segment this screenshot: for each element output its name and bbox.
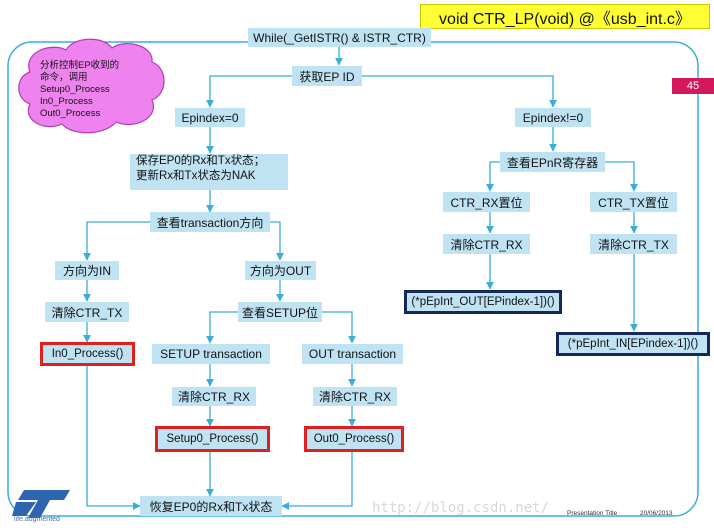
setup-transaction-node: SETUP transaction xyxy=(152,344,270,364)
clear-ctr-rx-out-node: 清除CTR_RX xyxy=(313,387,397,406)
note-line: In0_Process xyxy=(40,96,93,107)
note-line: 分析控制EP收到的 xyxy=(40,60,120,71)
check-epnr-node: 查看EPnR寄存器 xyxy=(500,152,605,172)
out0-process-node: Out0_Process() xyxy=(304,426,404,452)
note-line: 命令，调用 xyxy=(40,72,88,83)
save-ep0-state-line: 保存EP0的Rx和Tx状态； xyxy=(136,155,266,167)
setup0-process-node: Setup0_Process() xyxy=(155,426,270,452)
ep-int-in-node: (*pEpInt_IN[EPindex-1])() xyxy=(556,332,710,356)
check-setup-bit-node: 查看SETUP位 xyxy=(238,302,322,322)
st-logo-icon xyxy=(12,490,70,518)
direction-in-node: 方向为IN xyxy=(55,261,119,280)
ep-int-out-node: (*pEpInt_OUT[EPindex-1])() xyxy=(404,290,562,314)
note-line: Setup0_Process xyxy=(40,84,110,95)
epindex-nonzero-node: Epindex!=0 xyxy=(515,108,591,127)
logo-tagline: life.augmented xyxy=(14,516,60,523)
save-ep0-state-line: 更新Rx和Tx状态为NAK xyxy=(136,170,256,182)
clear-ctr-rx-setup-node: 清除CTR_RX xyxy=(172,387,256,406)
blog-watermark: http://blog.csdn.net/ xyxy=(372,500,550,516)
note-text: 分析控制EP收到的 命令，调用 Setup0_Process In0_Proce… xyxy=(40,60,150,120)
ctr-tx-set-node: CTR_TX置位 xyxy=(590,192,677,212)
clear-ctr-tx-in-node: 清除CTR_TX xyxy=(45,302,129,322)
while-loop-node: While(_GetISTR() & ISTR_CTR) xyxy=(248,28,431,47)
get-ep-id-node: 获取EP ID xyxy=(292,66,362,86)
note-line: Out0_Process xyxy=(40,108,101,119)
direction-out-node: 方向为OUT xyxy=(245,261,316,280)
clear-ctr-rx-ep-node: 清除CTR_RX xyxy=(443,234,530,254)
out-transaction-node: OUT transaction xyxy=(302,344,403,364)
save-ep0-state-node: 保存EP0的Rx和Tx状态； 更新Rx和Tx状态为NAK xyxy=(130,154,288,190)
clear-ctr-tx-ep-node: 清除CTR_TX xyxy=(590,234,677,254)
page-number-badge: 45 xyxy=(672,78,714,94)
presentation-date: 20/06/2013 xyxy=(640,510,673,517)
check-direction-node: 查看transaction方向 xyxy=(150,212,270,232)
in0-process-node: In0_Process() xyxy=(40,342,135,366)
ctr-rx-set-node: CTR_RX置位 xyxy=(443,192,530,212)
epindex-zero-node: Epindex=0 xyxy=(175,108,245,127)
note-cloud xyxy=(18,38,165,134)
restore-ep0-state-node: 恢复EP0的Rx和Tx状态 xyxy=(140,496,282,516)
presentation-title: Presentation Title xyxy=(567,510,618,517)
function-title: void CTR_LP(void) @《usb_int.c》 xyxy=(420,4,710,29)
